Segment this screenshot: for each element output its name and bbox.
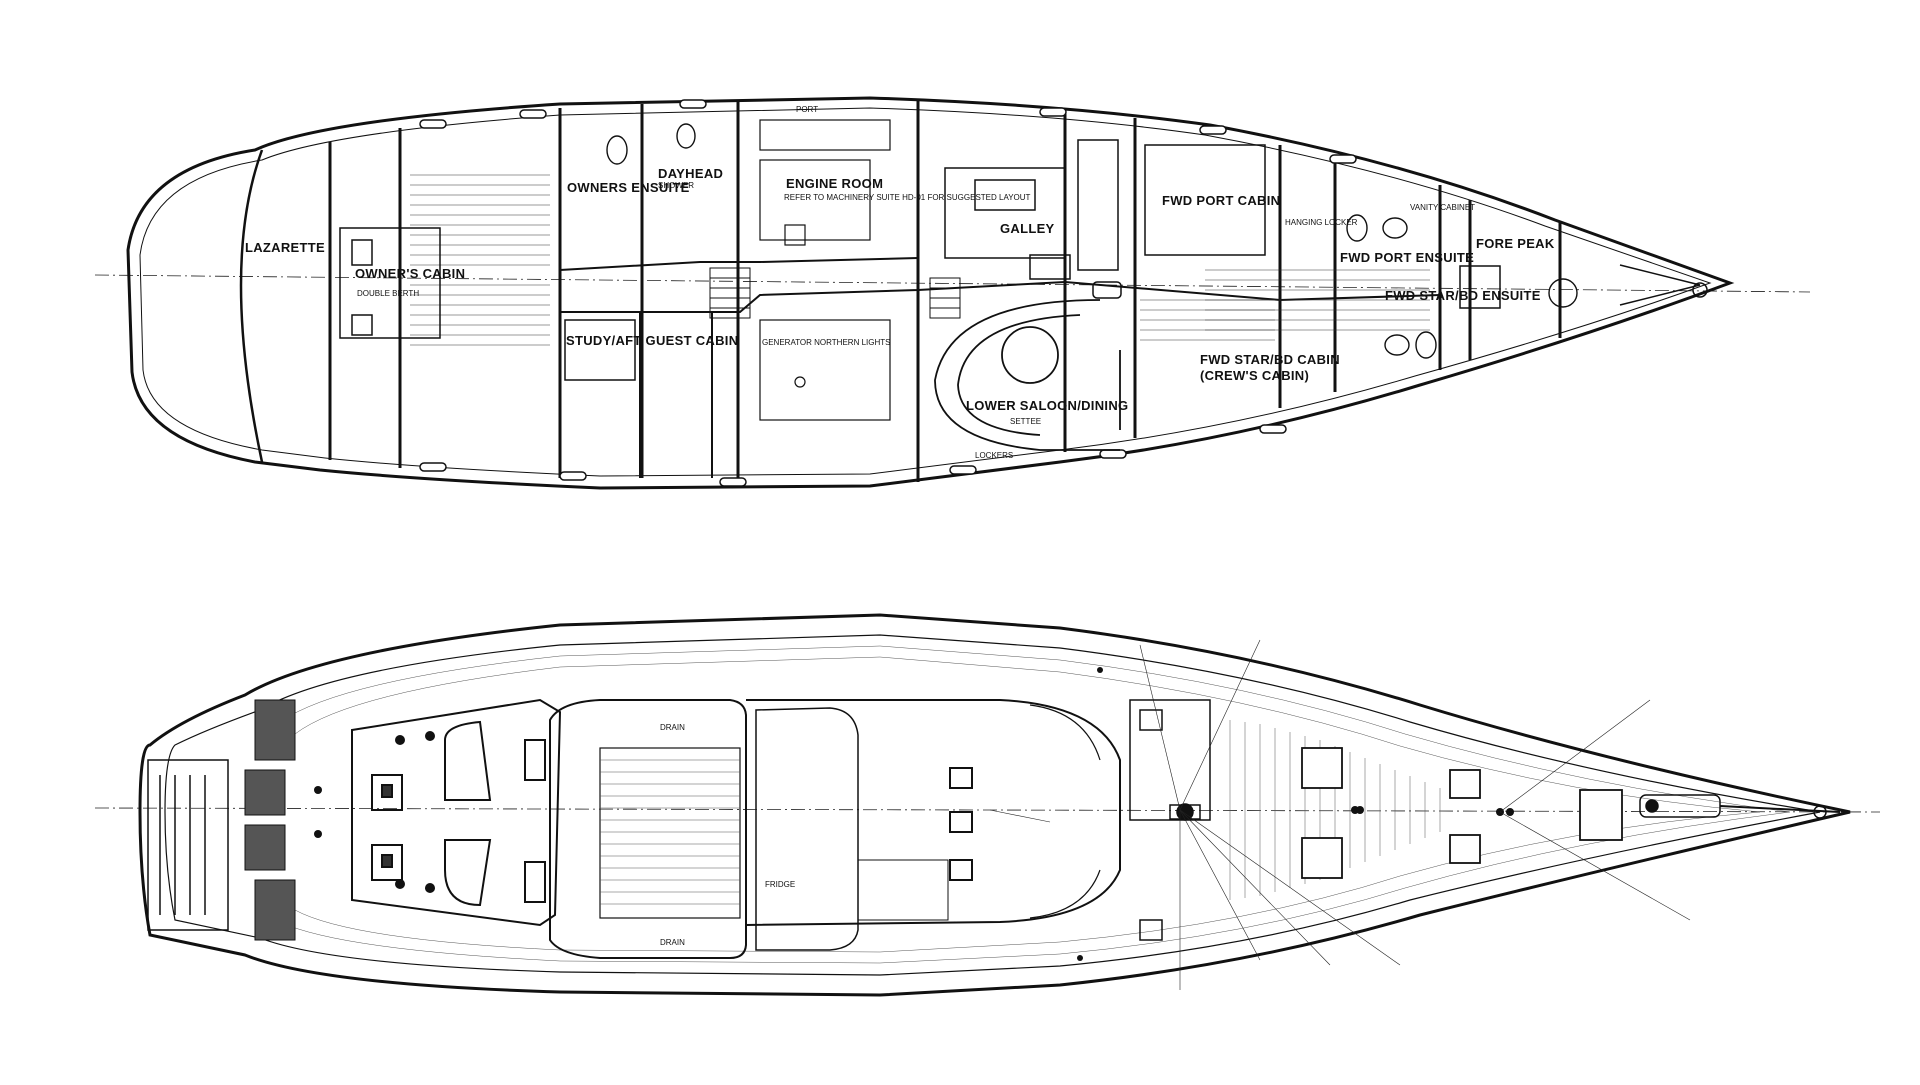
mast-area (1129, 699, 1211, 941)
owners-double-berth (339, 227, 441, 339)
room-fwd-starbd-cabin: FWD STAR/BD CABIN (1200, 352, 1340, 367)
room-fwd-port-cabin: FWD PORT CABIN (1162, 193, 1280, 208)
deck-plan: FRIDGE DRAIN DRAIN (94, 613, 1881, 997)
transom (239, 149, 264, 463)
swim-platform (147, 759, 229, 931)
windlass (1639, 794, 1841, 819)
room-owners-cabin: OWNER'S CABIN (355, 266, 465, 281)
note-vanity-cabinet: VANITY CABINET (1410, 203, 1475, 212)
cockpit-table-hatch (600, 759, 740, 905)
deck-centerline (94, 807, 1881, 813)
aft-cockpit (351, 698, 562, 927)
room-fwd-starbd-ensuite: FWD STAR/BD ENSUITE (1385, 288, 1541, 303)
interior-hull-outline (126, 96, 1735, 490)
winches (314, 667, 1514, 961)
note-engine-refer: REFER TO MACHINERY SUITE HD-01 FOR SUGGE… (784, 193, 1031, 202)
note-lockers: LOCKERS (975, 451, 1013, 460)
teak-planking (279, 645, 1791, 964)
companionway-steps (709, 267, 961, 319)
deck-hull-outline (138, 613, 1851, 997)
fwd-port-berth (1144, 144, 1266, 256)
note-shower: SHOWER (658, 181, 694, 190)
berths (339, 144, 1266, 381)
bulkheads (328, 100, 1562, 482)
room-lazarette: LAZARETTE (245, 240, 325, 255)
galley-counters (944, 139, 1122, 299)
head-fixtures (606, 123, 1578, 359)
room-study-aft-guest: STUDY/AFT GUEST CABIN (566, 333, 738, 348)
deckhouse (745, 699, 1121, 951)
room-crews-cabin: (CREW'S CABIN) (1200, 368, 1309, 383)
interior-bow (1459, 264, 1708, 309)
room-fwd-port-ensuite: FWD PORT ENSUITE (1340, 250, 1474, 265)
label-fridge: FRIDGE (765, 880, 795, 889)
room-engine-room: ENGINE ROOM (786, 176, 883, 191)
room-galley: GALLEY (1000, 221, 1055, 236)
portlights (419, 99, 1357, 487)
interior-plan: LAZARETTE OWNER'S CABIN DOUBLE BERTH OWN… (94, 96, 1811, 490)
room-dayhead: DAYHEAD (658, 166, 723, 181)
floor-hatching (410, 174, 1430, 346)
room-fore-peak: FORE PEAK (1476, 236, 1555, 251)
note-double-berth: DOUBLE BERTH (357, 289, 419, 298)
note-settee: SETTEE (1010, 417, 1041, 426)
engine-machinery (759, 119, 891, 421)
room-owners-ensuite: OWNERS ENSUITE (567, 180, 690, 195)
centerline (94, 274, 1811, 293)
deck-toe-rail (164, 634, 1821, 976)
label-drain-top: DRAIN (660, 723, 685, 732)
guest-berth (564, 319, 636, 381)
note-generator: GENERATOR NORTHERN LIGHTS (762, 338, 890, 347)
room-lower-saloon: LOWER SALOON/DINING (966, 398, 1128, 413)
note-port: PORT (796, 105, 818, 114)
saloon-dining (934, 299, 1121, 451)
note-hanging-locker: HANGING LOCKER (1285, 218, 1358, 227)
main-cockpit (549, 699, 747, 959)
label-drain-bottom: DRAIN (660, 938, 685, 947)
rigging-leaders (989, 639, 1691, 990)
interior-inner-hull (139, 107, 1712, 477)
interior-room-labels: LAZARETTE OWNER'S CABIN DOUBLE BERTH OWN… (245, 105, 1555, 460)
stern-gratings (244, 699, 296, 941)
foredeck-hatches (1301, 747, 1623, 879)
